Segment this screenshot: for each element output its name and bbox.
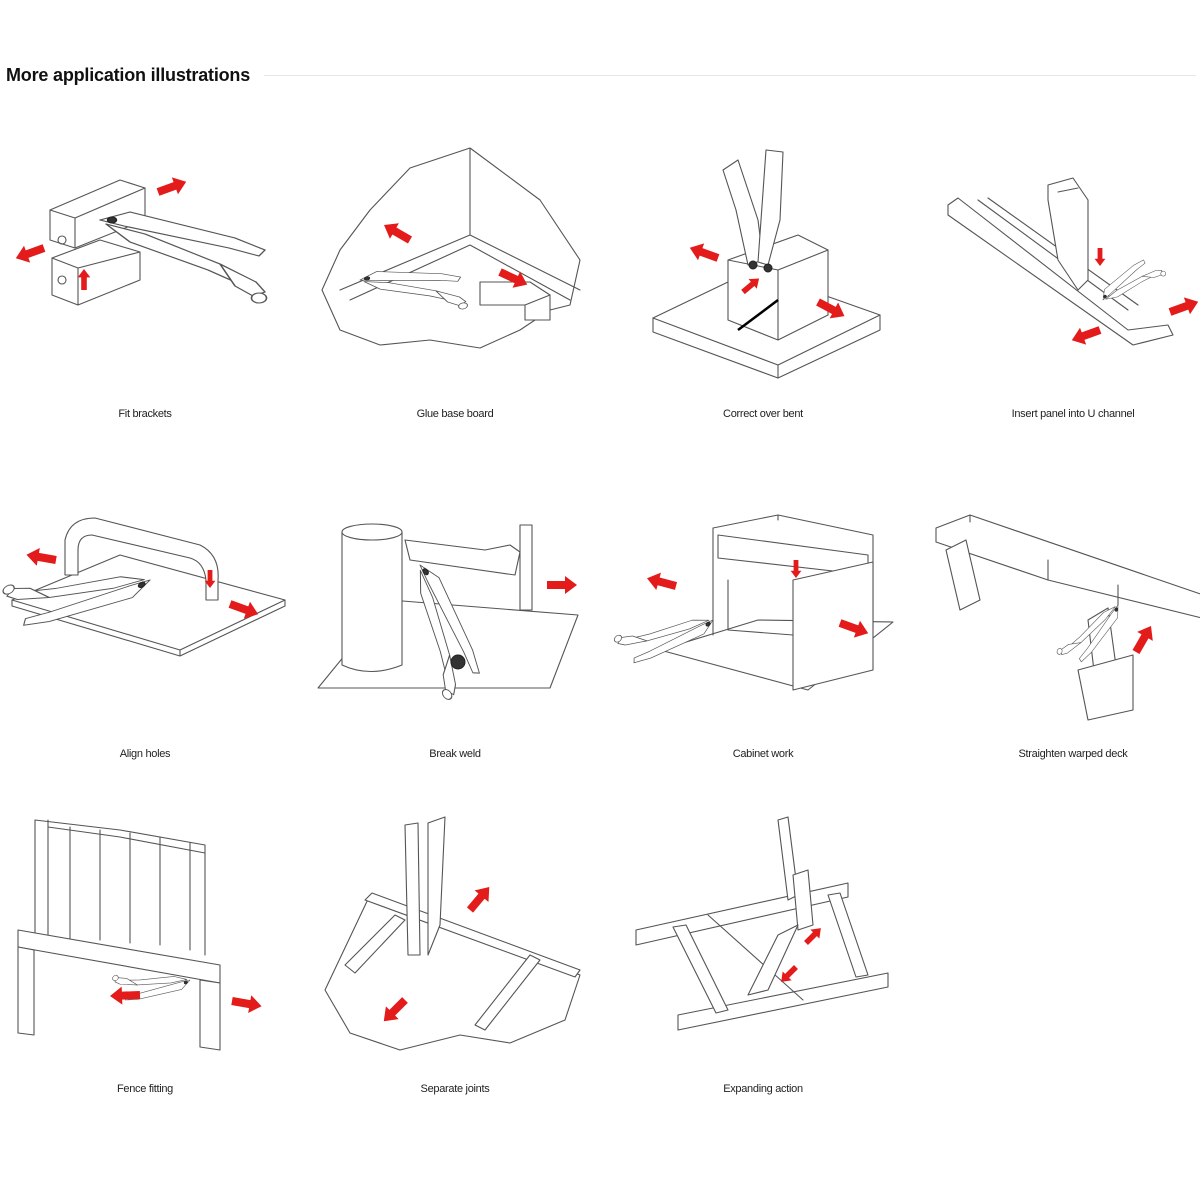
- red-arrow: [1166, 293, 1200, 321]
- fence-fitting-drawing: [17, 819, 264, 1051]
- red-arrow: [379, 217, 415, 248]
- red-arrow: [463, 881, 497, 916]
- red-arrow: [24, 545, 58, 569]
- straighten-deck-drawing: [935, 514, 1200, 721]
- cabinet-work-drawing: [612, 514, 894, 691]
- red-arrow: [12, 239, 48, 267]
- red-arrow: [109, 986, 141, 1006]
- separate-joints-drawing: [324, 816, 581, 1051]
- red-arrow: [547, 576, 577, 594]
- caption: Insert panel into U channel: [1011, 408, 1135, 420]
- caption: Expanding action: [723, 1083, 803, 1095]
- caption: Break weld: [429, 748, 481, 760]
- caption: Fit brackets: [118, 408, 172, 420]
- caption: Cabinet work: [732, 748, 794, 760]
- red-arrow: [776, 962, 801, 987]
- insert-panel-drawing: [947, 177, 1200, 349]
- red-arrow: [1128, 621, 1159, 657]
- illustration-separate-joints: Separate joints: [310, 815, 600, 1115]
- illustration-insert-panel: Insert panel into U channel: [928, 140, 1200, 440]
- red-arrow: [377, 993, 412, 1028]
- illustration-straighten-deck: Straighten warped deck: [928, 480, 1200, 780]
- red-arrow: [1068, 321, 1104, 349]
- fit-brackets-drawing: [12, 173, 268, 306]
- red-arrow: [1094, 248, 1106, 266]
- break-weld-drawing: [317, 523, 579, 702]
- red-arrow: [154, 173, 190, 201]
- header-divider: [264, 74, 1196, 76]
- illustration-expanding-action: Expanding action: [618, 815, 908, 1115]
- glue-base-board-drawing: [321, 147, 581, 349]
- correct-over-bent-drawing: [652, 149, 881, 379]
- red-arrow: [644, 569, 679, 595]
- caption: Align holes: [119, 748, 171, 760]
- red-arrow: [230, 992, 264, 1016]
- align-holes-drawing: [0, 517, 286, 657]
- illustration-fence-fitting: Fence fitting: [0, 815, 290, 1115]
- illustration-align-holes: Align holes: [0, 480, 290, 780]
- illustration-cabinet-work: Cabinet work: [612, 480, 908, 780]
- illustration-correct-over-bent: Correct over bent: [618, 140, 908, 440]
- red-arrow: [686, 239, 722, 267]
- expanding-action-drawing: [635, 816, 889, 1031]
- caption: Fence fitting: [116, 1083, 174, 1095]
- illustration-glue-base-board: Glue base board: [310, 140, 600, 440]
- section-title: More application illustrations: [6, 64, 251, 85]
- illustration-fit-brackets: Fit brackets: [0, 140, 290, 440]
- caption: Glue base board: [416, 408, 494, 420]
- section-header: More application illustrations: [6, 62, 1196, 88]
- caption: Straighten warped deck: [1018, 748, 1128, 760]
- caption: Separate joints: [420, 1083, 490, 1095]
- caption: Correct over bent: [723, 408, 803, 420]
- illustration-break-weld: Break weld: [310, 480, 600, 780]
